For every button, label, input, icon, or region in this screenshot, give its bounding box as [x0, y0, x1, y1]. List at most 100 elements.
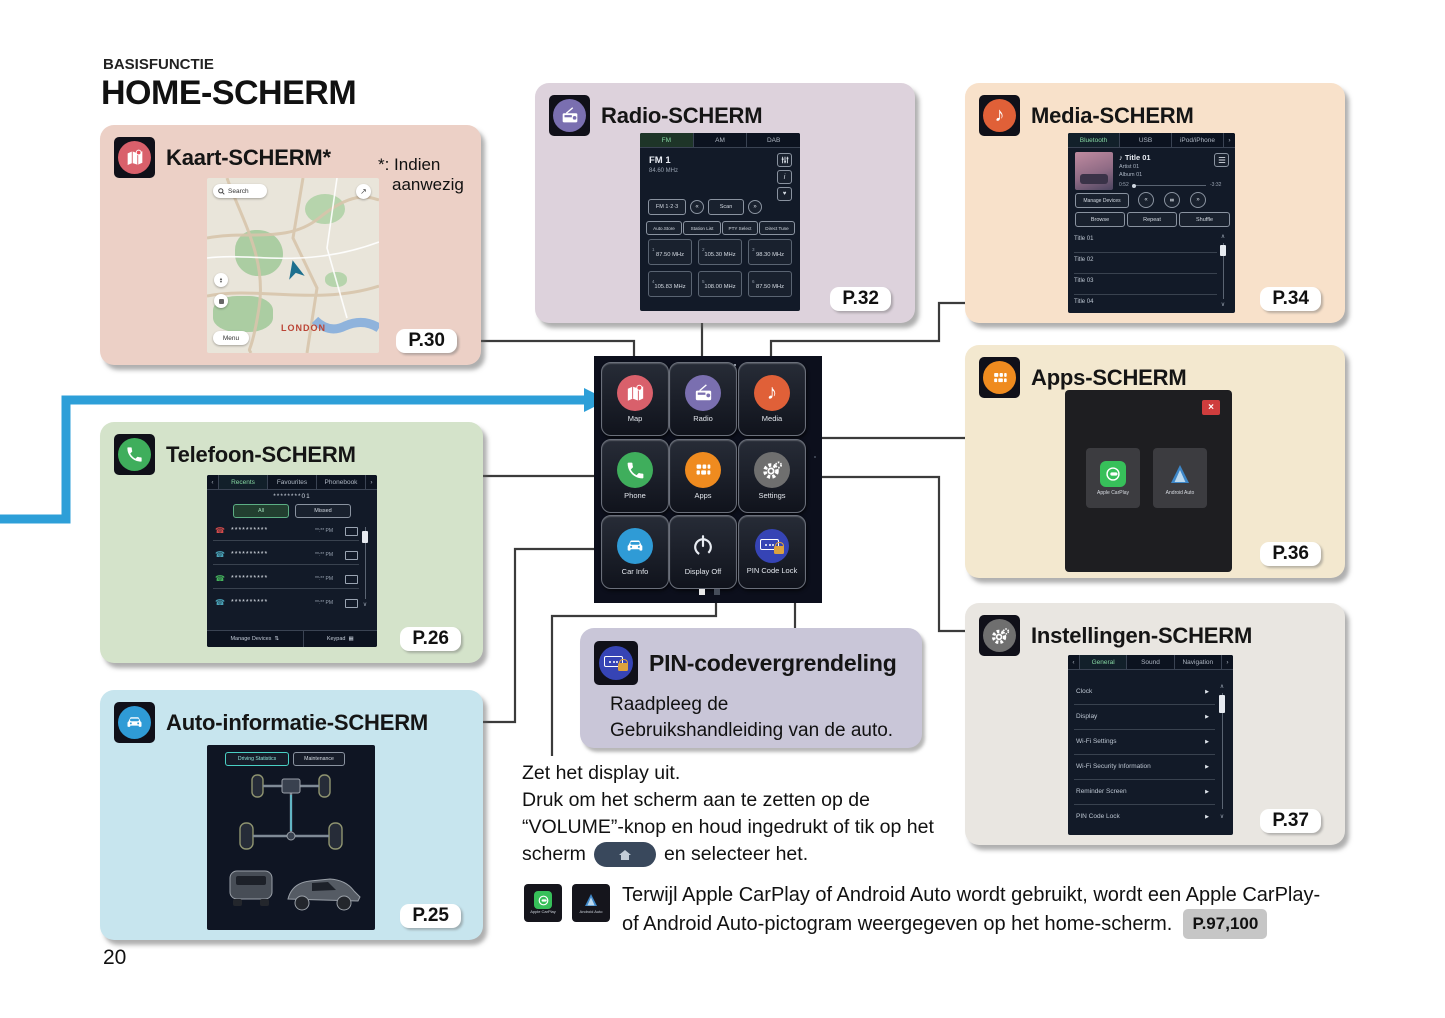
- apps-icon: [685, 452, 721, 488]
- gear-icon: [754, 452, 790, 488]
- radio-screenshot: FM AM DAB FM 1 84.60 MHz i ♥ FM 1·2·3 « …: [640, 133, 800, 311]
- apps-carplay-tile: Apple CarPlay: [1086, 448, 1140, 508]
- media-tab-ipod: iPod/iPhone: [1172, 133, 1224, 147]
- scroll-down-icon: ∨: [362, 602, 368, 608]
- outgoing-call-icon: ☎: [215, 550, 225, 559]
- map-compass-icon: ▲▼: [214, 273, 228, 287]
- settings-tab-navigation: Navigation: [1175, 655, 1222, 669]
- map-icon: [617, 375, 653, 411]
- radio-scan-button: Scan: [708, 199, 744, 215]
- panel-auto-title: Auto-informatie-SCHERM: [166, 709, 429, 735]
- call-row: ☎ ********** **:** PM: [213, 545, 359, 565]
- scroll-down-icon: ∨: [1219, 814, 1225, 820]
- scrollbar-thumb: [362, 531, 368, 543]
- panel-kaart-title: Kaart-SCHERM*: [166, 144, 331, 170]
- radio-ptyselect-button: PTY Select: [722, 221, 758, 235]
- phone-filter-all: All: [233, 504, 289, 518]
- apps-icon: [979, 357, 1020, 398]
- media-shuffle-button: Shuffle: [1179, 212, 1230, 227]
- media-tab-usb: USB: [1120, 133, 1172, 147]
- map-mute-icon: [214, 294, 228, 308]
- media-list-item: Title 01: [1074, 231, 1217, 253]
- android-auto-icon: [1167, 461, 1193, 487]
- apple-carplay-icon: [534, 891, 552, 910]
- radio-save-icon: ♥: [777, 187, 792, 201]
- pin-code-lock-icon: [755, 529, 789, 563]
- media-elapsed: 0:52: [1119, 182, 1129, 188]
- pin-body-text: Raadpleeg de Gebruikshandleiding van de …: [610, 694, 894, 741]
- media-icon: ♪: [979, 95, 1020, 136]
- radio-tab-am: AM: [694, 133, 748, 147]
- row-arrow-icon: ▶: [1205, 689, 1209, 695]
- vehicle-views-graphic: [229, 870, 361, 911]
- panel-telefoon-title: Telefoon-SCHERM: [166, 441, 356, 467]
- radio-directtune-button: Direct Tune: [759, 221, 795, 235]
- page-ref-badge: P.30: [396, 329, 457, 353]
- apps-androidauto-tile: Android Auto: [1153, 448, 1207, 508]
- panel-instellingen-title: Instellingen-SCHERM: [1031, 622, 1253, 648]
- radio-tab-fm: FM: [640, 133, 694, 147]
- page-ref-badge: P.97,100: [1183, 909, 1268, 939]
- map-search-button: Search: [213, 184, 267, 198]
- radio-frequency: 84.60 MHz: [649, 168, 679, 174]
- pin-code-lock-icon: [594, 641, 638, 685]
- phone-screenshot: ‹ Recents Favourites Phonebook › *******…: [207, 475, 377, 647]
- home-tile-media: ♪ Media: [738, 362, 806, 436]
- home-screen: Map Radio ♪ Media Phone Apps: [594, 356, 822, 603]
- home-tile-car-info: Car Info: [601, 515, 669, 589]
- media-pause-button: ▮▮: [1164, 192, 1180, 208]
- call-row: ☎ ********** **:** PM: [213, 593, 359, 612]
- close-icon: ×: [1202, 400, 1220, 415]
- radio-band-button: FM 1·2·3: [648, 199, 686, 215]
- panel-media: ♪ Media-SCHERM Bluetooth USB iPod/iPhone…: [965, 83, 1345, 323]
- page-dot: [714, 589, 720, 595]
- phone-tab-more-icon: ›: [370, 478, 373, 486]
- scroll-up-icon: ∧: [1220, 234, 1226, 240]
- android-auto-icon: [582, 891, 600, 909]
- carplay-note-tile: Apple CarPlay: [524, 884, 562, 922]
- phone-type-icon: [345, 599, 358, 608]
- media-artist: Artist 01: [1119, 164, 1140, 170]
- gear-icon: [979, 615, 1020, 656]
- phone-tab-phonebook: Phonebook: [317, 475, 366, 489]
- phone-icon: [114, 434, 155, 475]
- map-expand-icon: ↗: [356, 184, 371, 199]
- phone-tab-recents: Recents: [219, 475, 268, 489]
- map-menu-button: Menu: [213, 331, 249, 345]
- media-tab-bluetooth: Bluetooth: [1068, 133, 1120, 147]
- radio-icon: [685, 375, 721, 411]
- phone-device-name: ********01: [273, 493, 311, 500]
- media-list-item: Title 02: [1074, 252, 1217, 274]
- radio-icon: [549, 95, 590, 136]
- media-list-item: Title 04: [1074, 299, 1094, 305]
- apple-carplay-icon: [1100, 460, 1126, 487]
- call-row: ☎ ********** **:** PM: [213, 569, 359, 589]
- row-arrow-icon: ▶: [1205, 764, 1209, 770]
- radio-info-icon: i: [777, 170, 792, 184]
- media-song-title: ♪ Title 01: [1119, 153, 1151, 162]
- media-screenshot: Bluetooth USB iPod/iPhone › ♪ Title 01 A…: [1068, 133, 1235, 313]
- album-art: [1075, 152, 1113, 190]
- media-browse-button: Browse: [1075, 212, 1125, 227]
- panel-auto-informatie: Auto-informatie-SCHERM Driving Statistic…: [100, 690, 483, 940]
- phone-filter-missed: Missed: [295, 504, 351, 518]
- incoming-call-icon: ☎: [215, 574, 225, 583]
- settings-tab-more-icon: ›: [1226, 658, 1229, 666]
- media-remaining: -3:32: [1210, 182, 1222, 188]
- panel-kaart: Kaart-SCHERM* *: Indien aanwezig: [100, 125, 481, 365]
- driving-statistics-tab: Driving Statistics: [225, 752, 289, 766]
- home-tile-pin-code-lock: PIN Code Lock: [738, 515, 806, 589]
- settings-tab-back-icon: ‹: [1068, 655, 1080, 669]
- scroll-up-icon: ∧: [1219, 684, 1225, 690]
- drivetrain-graphic: [239, 774, 343, 850]
- radio-sound-icon: [777, 153, 792, 167]
- settings-row: Wi-Fi Settings▶: [1074, 729, 1215, 755]
- media-icon: ♪: [754, 375, 790, 411]
- media-repeat-button: Repeat: [1127, 212, 1177, 227]
